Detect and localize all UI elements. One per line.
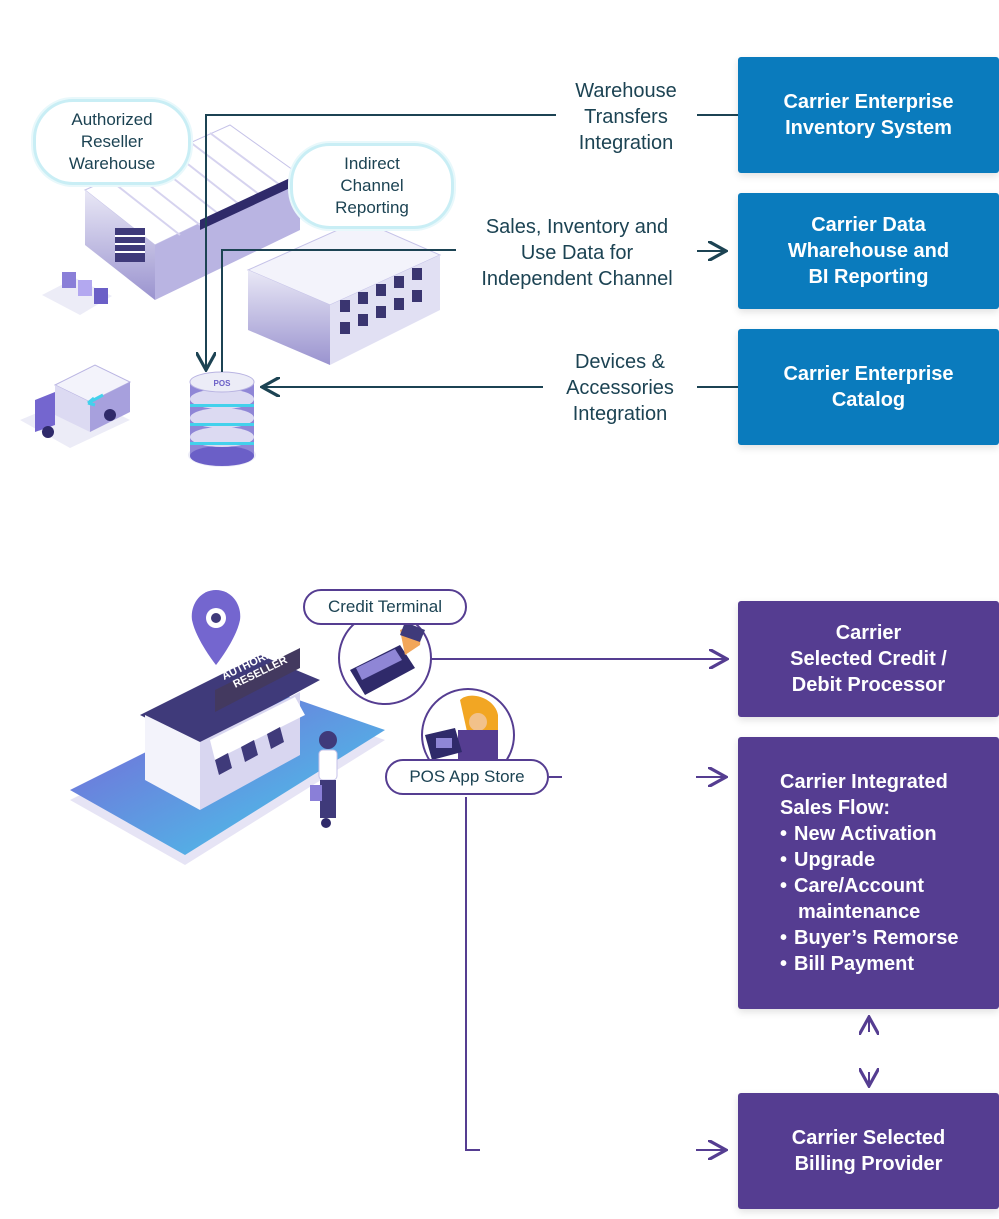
warehouse-transfers-connector	[206, 114, 738, 368]
sales-flow-item: New Activation	[780, 821, 959, 847]
boxes-illustration	[42, 272, 112, 315]
integrated-sales-flow-box: Carrier Integrated Sales Flow: New Activ…	[738, 737, 999, 1009]
sales-flow-title: Carrier Integrated Sales Flow:	[780, 771, 948, 819]
credit-terminal-pill: Credit Terminal	[303, 589, 467, 625]
sales-flow-item: Care/Account	[780, 873, 959, 899]
sales-flow-list: New Activation Upgrade Care/Account main…	[780, 821, 959, 977]
credit-terminal-illustration	[338, 611, 432, 705]
pos-app-illustration	[421, 688, 515, 782]
warehouse-transfers-label: Warehouse Transfers Integration	[575, 80, 677, 154]
sales-flow-item: Bill Payment	[780, 951, 959, 977]
sales-flow-content: Carrier Integrated Sales Flow: New Activ…	[780, 769, 959, 977]
sales-flow-item: Upgrade	[780, 847, 959, 873]
credit-debit-processor-box: Carrier Selected Credit / Debit Processo…	[738, 601, 999, 717]
carrier-enterprise-inventory-box: Carrier Enterprise Inventory System	[738, 57, 999, 173]
office-building-illustration	[246, 219, 442, 365]
devices-accessories-label: Devices & Accessories Integration	[566, 351, 674, 425]
sales-flow-item-continuation: maintenance	[798, 901, 921, 923]
delivery-truck-illustration	[20, 364, 132, 448]
carrier-data-warehouse-box: Carrier Data Wharehouse and BI Reporting	[738, 193, 999, 309]
pos-database-illustration	[188, 371, 256, 467]
sales-inventory-label: Sales, Inventory and Use Data for Indepe…	[481, 216, 673, 290]
sales-flow-item: Buyer’s Remorse	[780, 925, 959, 951]
pos-app-store-pill: POS App Store	[385, 759, 549, 795]
billing-provider-connector	[465, 797, 724, 1150]
carrier-enterprise-catalog-box: Carrier Enterprise Catalog	[738, 329, 999, 445]
billing-provider-box: Carrier Selected Billing Provider	[738, 1093, 999, 1209]
shopper-illustration	[310, 731, 338, 828]
reseller-store-illustration	[70, 590, 385, 865]
pos-badge: POS	[214, 379, 232, 388]
indirect-channel-reporting-bubble: Indirect Channel Reporting	[290, 143, 454, 229]
authorized-reseller-warehouse-bubble: Authorized Reseller Warehouse	[33, 99, 191, 185]
sales-data-connector	[221, 250, 724, 372]
